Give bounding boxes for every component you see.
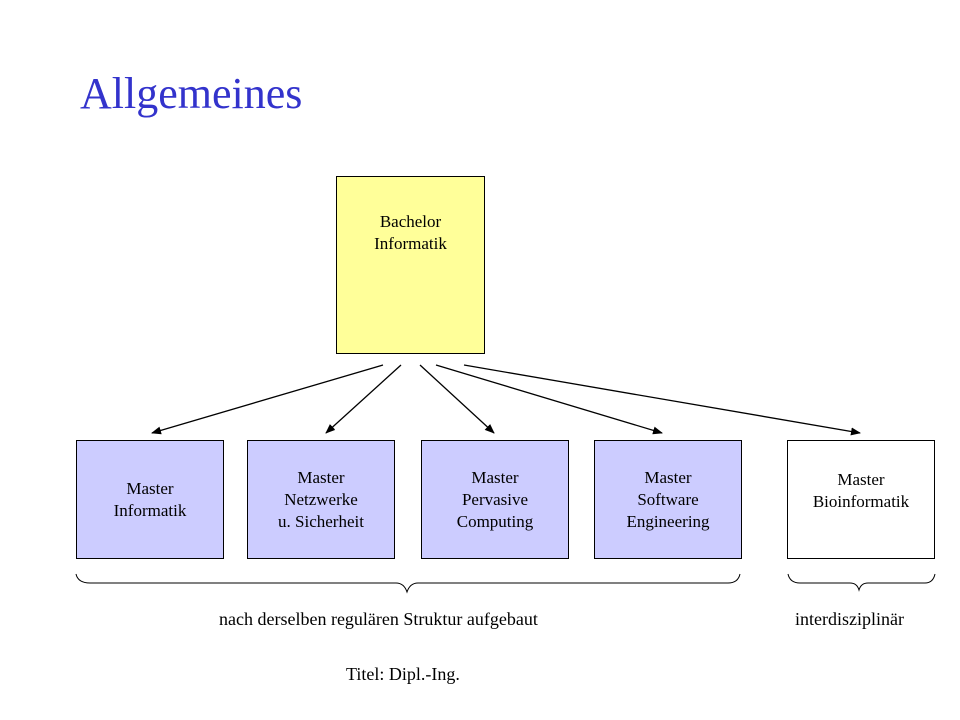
- master-line: Master: [471, 467, 519, 487]
- brace-interdisciplinary: [787, 573, 936, 592]
- caption-interdisciplinary: interdisziplinär: [795, 609, 904, 629]
- master-line: Master: [297, 467, 345, 487]
- master-line: u. Sicherheit: [278, 511, 364, 531]
- bachelor-informatik-box: Bachelor Informatik: [336, 176, 485, 354]
- master-netzwerke-box: Master Netzwerke u. Sicherheit: [247, 440, 395, 559]
- arrow-to-master-netzwerke: [325, 364, 402, 434]
- master-line: Informatik: [113, 500, 187, 520]
- arrow-to-master-software: [435, 364, 663, 435]
- page-title: Allgemeines: [80, 69, 303, 118]
- master-informatik-box: Master Informatik: [76, 440, 224, 559]
- bachelor-line-2: Informatik: [374, 234, 447, 253]
- caption-regular-structure: nach derselben regulären Struktur aufgeb…: [219, 609, 538, 629]
- brace-regular-masters: [75, 573, 741, 594]
- master-line: Master: [126, 478, 174, 498]
- master-line: Software: [637, 489, 699, 509]
- caption-degree-title: Titel: Dipl.-Ing.: [346, 664, 460, 684]
- arrow-to-master-bioinformatik: [463, 364, 861, 436]
- master-line: Computing: [456, 511, 534, 531]
- master-line: Bioinformatik: [812, 492, 910, 511]
- arrow-to-master-informatik: [151, 364, 384, 435]
- arrow-to-master-pervasive: [419, 364, 495, 434]
- master-line: Master: [837, 470, 885, 489]
- master-line: Master: [644, 467, 692, 487]
- master-bioinformatik-box: Master Bioinformatik: [787, 440, 935, 559]
- master-pervasive-computing-box: Master Pervasive Computing: [421, 440, 569, 559]
- master-line: Engineering: [626, 511, 710, 531]
- bachelor-line-1: Bachelor: [379, 212, 442, 231]
- master-line: Pervasive: [461, 489, 529, 509]
- master-software-engineering-box: Master Software Engineering: [594, 440, 742, 559]
- master-line: Netzwerke: [284, 489, 358, 509]
